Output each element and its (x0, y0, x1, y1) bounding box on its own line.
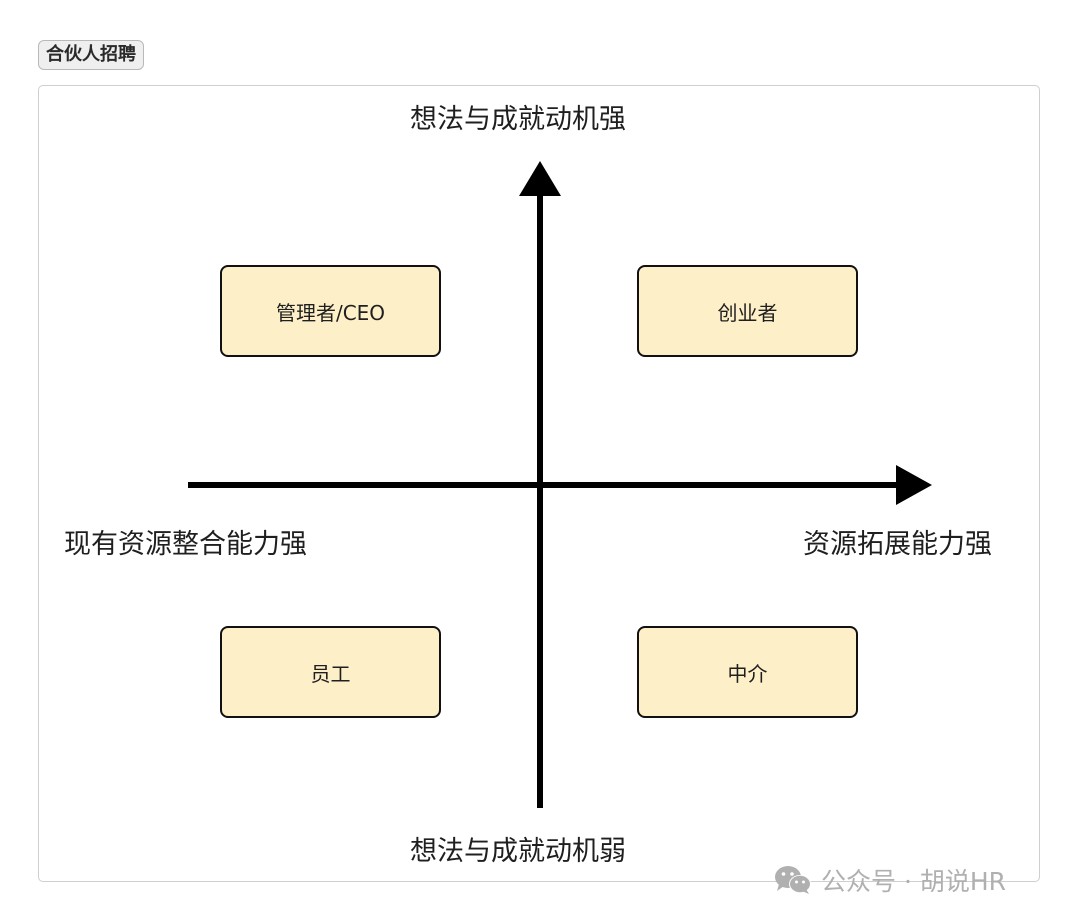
quadrant-label-top-right: 创业者 (717, 300, 778, 325)
quadrant-label-bottom-right: 中介 (727, 661, 768, 686)
axis-label-top: 想法与成就动机强 (410, 104, 626, 135)
quadrant-box-bottom-right: 中介 (637, 626, 858, 718)
horizontal-axis-arrow (896, 465, 932, 505)
quadrant-label-bottom-left: 员工 (310, 661, 351, 686)
vertical-axis-arrow (519, 161, 561, 196)
category-tag[interactable]: 合伙人招聘 (38, 40, 144, 70)
axis-label-right: 资源拓展能力强 (803, 529, 992, 560)
axis-label-left: 现有资源整合能力强 (64, 529, 307, 560)
quadrant-box-top-right: 创业者 (637, 265, 858, 357)
watermark: 公众号 · 胡说HR (773, 862, 1006, 898)
quadrant-label-top-left: 管理者/CEO (275, 300, 386, 325)
axis-label-bottom: 想法与成就动机弱 (410, 836, 626, 867)
watermark-text: 公众号 · 胡说HR (821, 867, 1007, 896)
quadrant-box-bottom-left: 员工 (220, 626, 441, 718)
wechat-icon (775, 866, 811, 894)
quadrant-box-top-left: 管理者/CEO (220, 265, 441, 357)
